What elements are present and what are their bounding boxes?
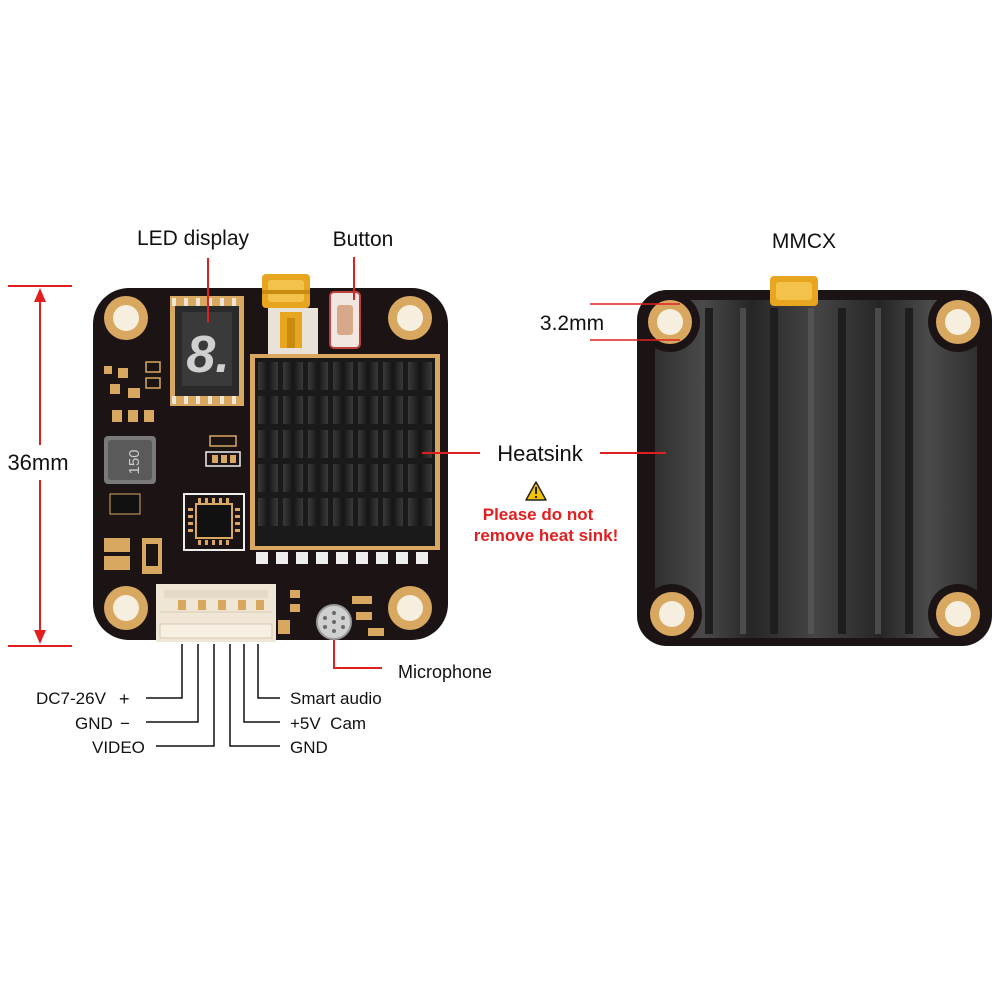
push-button (329, 291, 361, 349)
pin-5v-cam-label: +5V Cam (290, 714, 366, 733)
inductor-marking: 150 (126, 449, 143, 474)
button-label: Button (333, 228, 394, 251)
pin-gnd-1-sign: − (120, 714, 130, 733)
pin-header (156, 584, 276, 642)
pin-smart-audio-label: Smart audio (290, 689, 382, 708)
heatsink-label: Heatsink (497, 441, 584, 466)
pin-dc-in-sign: + (119, 689, 130, 709)
qfn-chip (183, 493, 245, 551)
mounting-hole-icon (388, 586, 432, 630)
microphone-label: Microphone (398, 662, 492, 682)
microphone-icon (316, 604, 352, 640)
mounting-hole-icon (928, 292, 988, 352)
pin-video-label: VIDEO (92, 738, 145, 757)
mounting-hole-icon (104, 586, 148, 630)
smd-components (104, 361, 384, 636)
dimension-36mm (8, 285, 72, 647)
inductor: 150 (104, 436, 156, 484)
front-board: 8. (93, 274, 448, 642)
mounting-hole-icon (104, 296, 148, 340)
pin-leaders (146, 644, 280, 747)
led-digit: 8. (186, 326, 229, 384)
dimension-height-label: 36mm (7, 450, 68, 475)
pin-dc-in-label: DC7-26V (36, 689, 107, 708)
led-display-label: LED display (137, 227, 250, 250)
pin-gnd-1-label: GND (75, 714, 113, 733)
mounting-hole-icon (928, 584, 988, 644)
mmcx-connector-back (770, 276, 818, 306)
dimension-hole-label: 3.2mm (540, 312, 604, 335)
warning-line-2: remove heat sink! (474, 526, 619, 545)
mmcx-label: MMCX (772, 230, 836, 253)
mmcx-connector (262, 274, 318, 354)
mounting-hole-icon (388, 296, 432, 340)
mounting-hole-icon (640, 292, 700, 352)
pin-gnd-2-label: GND (290, 738, 328, 757)
back-board (637, 276, 992, 646)
warning-line-1: Please do not (483, 505, 594, 524)
mounting-hole-icon (642, 584, 702, 644)
heatsink (250, 354, 440, 564)
heatsink-fins-back (705, 308, 913, 634)
warning-icon (525, 481, 547, 501)
leader-microphone (333, 640, 382, 669)
dimension-3-2mm (590, 303, 680, 341)
